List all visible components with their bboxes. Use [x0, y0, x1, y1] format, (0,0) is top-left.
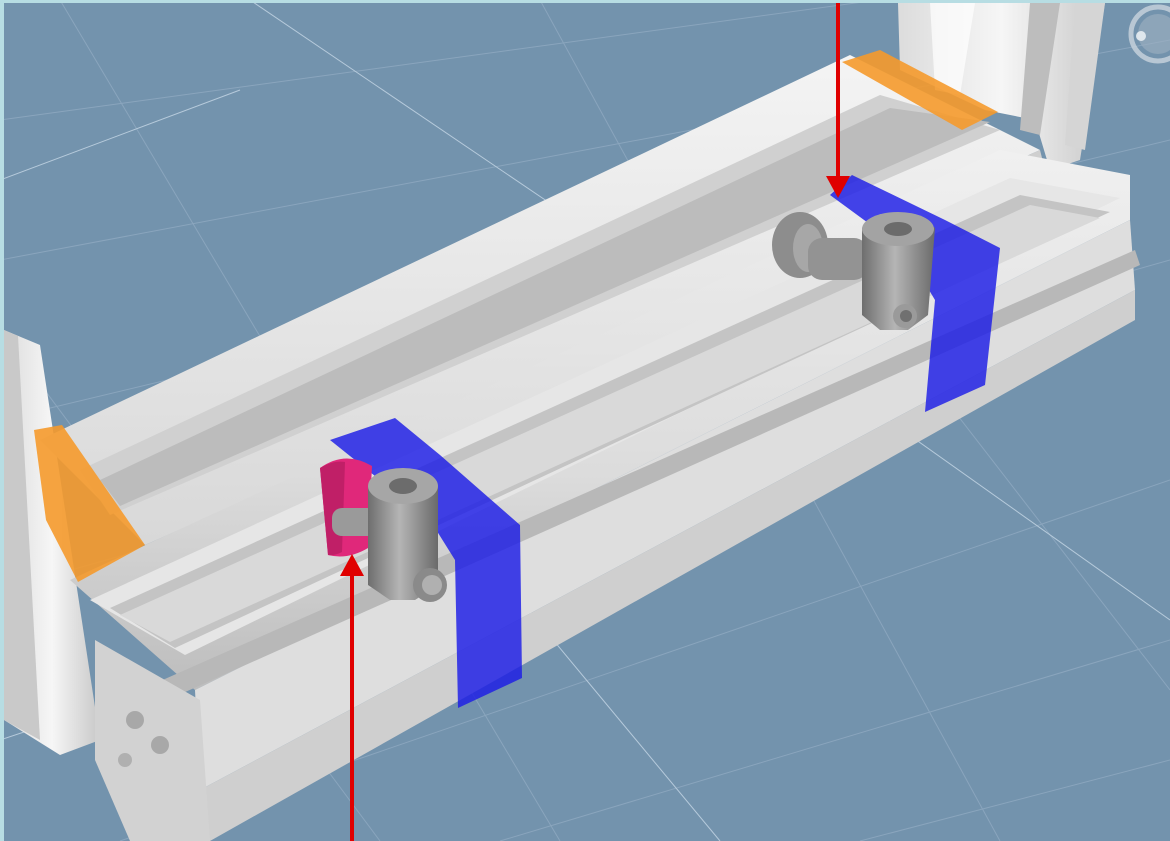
- highlight-band-orange-left: [34, 425, 145, 582]
- vertical-profile-right[interactable]: [898, 3, 1105, 170]
- viewport-frame-left: [0, 0, 4, 841]
- t-slot-connector-right[interactable]: [772, 212, 935, 330]
- highlight-band-blue-left: [330, 418, 522, 708]
- t-slot-connector-left[interactable]: [320, 458, 447, 602]
- highlight-band-orange-right: [842, 50, 998, 130]
- annotation-arrow-bottom: [340, 554, 364, 841]
- highlight-band-blue-right: [830, 175, 1000, 412]
- hex-socket-bolt[interactable]: [368, 472, 438, 600]
- viewcube-icon[interactable]: [1128, 4, 1170, 64]
- annotation-arrow-top: [826, 0, 850, 198]
- vertical-profile-left[interactable]: [4, 330, 100, 755]
- viewport-frame-top: [0, 0, 1170, 3]
